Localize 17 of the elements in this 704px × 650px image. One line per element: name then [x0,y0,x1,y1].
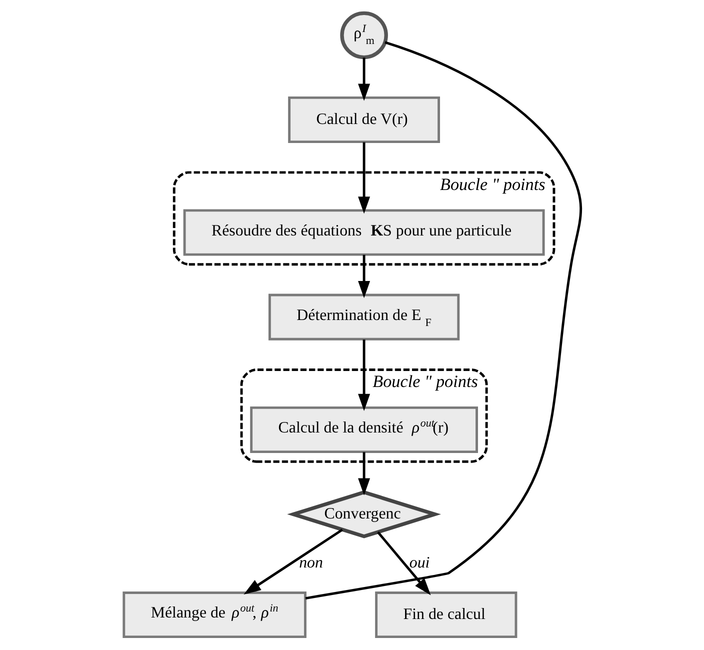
arrow [358,340,370,412]
node-box: Fin de calcul [374,592,517,638]
node-box: Détermination de E$_{F}$ [268,294,460,340]
arrow [358,452,370,496]
arrow [358,142,370,214]
node-box: Calcul de V(r) [288,96,440,144]
node-box: Calcul de la densité ρ$^{out}$(r) [250,406,478,454]
node-box: Résoudre des équations KS pour une particule [182,209,544,256]
connector [304,41,582,600]
edge-label: oui [408,554,430,572]
node-diamond: Convergenc [286,490,440,538]
arrow [358,254,370,298]
edge-label: non [298,554,322,572]
arrow [358,58,370,101]
arrow [243,528,342,594]
arrow [376,531,430,596]
node-box: Mélange de ρ$^{out}$, ρ$^{in}$ [122,592,306,638]
